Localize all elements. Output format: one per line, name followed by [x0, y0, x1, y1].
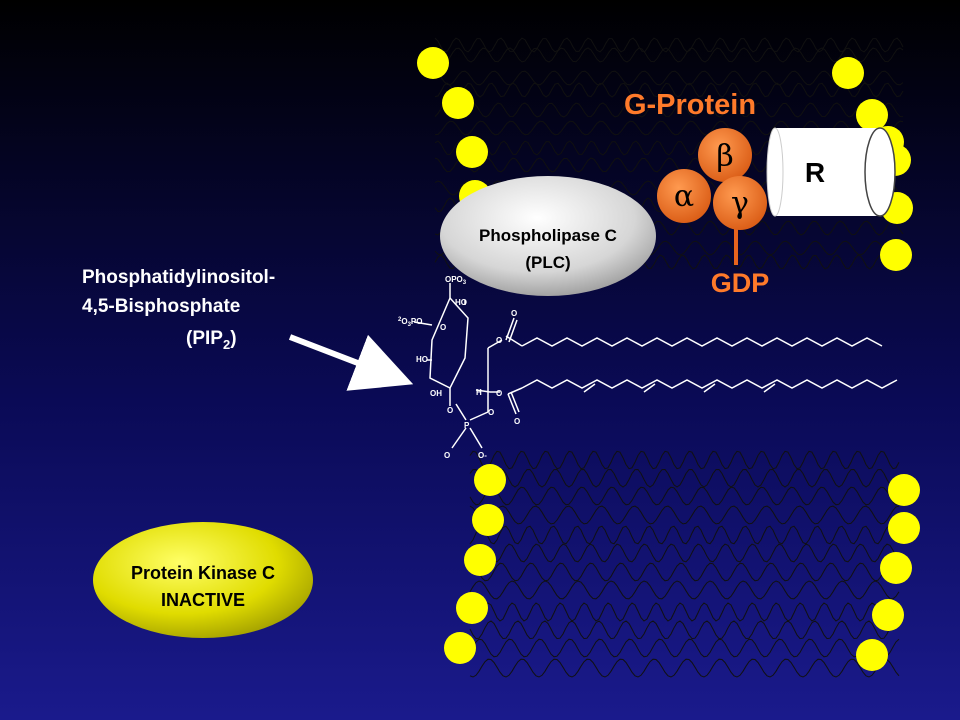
bond-acyl1-start	[505, 335, 523, 347]
gamma-subunit	[713, 176, 767, 230]
pip2-abbr-suffix: )	[230, 328, 236, 349]
atom-ho2: HO	[416, 355, 428, 364]
lower-tail-3	[469, 505, 900, 525]
pip2-line2: 4,5-Bisphosphate	[82, 296, 240, 317]
lipid-head-12	[472, 504, 504, 536]
atom-o-a: O	[444, 451, 450, 460]
lower-tail-1	[469, 468, 900, 488]
receptor-back	[766, 127, 784, 217]
arachidonoyl-chain	[521, 379, 898, 389]
plc-ellipse	[440, 176, 656, 296]
lipid-head-10	[880, 239, 912, 271]
lower-tail-7	[469, 580, 900, 600]
receptor-label: R	[805, 157, 825, 188]
atom-o-carbonyl2: O	[514, 417, 520, 426]
alpha-symbol: α	[674, 179, 694, 214]
lipid-head-11	[474, 464, 506, 496]
lipid-head-17	[888, 512, 920, 544]
alpha-subunit	[657, 169, 711, 223]
beta-symbol: β	[716, 139, 733, 174]
lower-tail-0	[469, 450, 900, 470]
upper-tail-1	[434, 47, 904, 63]
stearoyl-chain	[521, 337, 883, 347]
atom-p: P	[464, 421, 470, 430]
pip2-abbr-prefix: (PIP	[186, 328, 223, 349]
lipid-head-20	[856, 639, 888, 671]
atom-h: H	[476, 388, 482, 397]
pip2-molecule	[413, 283, 898, 449]
atom-phos2: 2O3PO	[398, 317, 422, 328]
lower-tail-2	[469, 486, 900, 506]
pip2-abbr: (PIP2)	[186, 328, 237, 352]
bond-h	[475, 389, 491, 393]
lipid-head-6	[856, 99, 888, 131]
lipid-head-19	[872, 599, 904, 631]
upper-tail-0	[434, 37, 904, 53]
g-protein-label: G-Protein	[624, 89, 756, 121]
double-bond-0	[583, 383, 596, 393]
double-bonds	[583, 383, 776, 393]
bond-ester1	[487, 339, 503, 349]
atom-oh: OH	[430, 389, 442, 398]
bond-phos2	[413, 321, 433, 326]
lower-tail-4	[469, 525, 900, 545]
pkc-state: INACTIVE	[161, 590, 245, 610]
double-bond-3	[763, 383, 776, 393]
lower-tail-8	[469, 602, 900, 622]
double-bond-2	[703, 383, 716, 393]
pip2-label: Phosphatidylinositol- 4,5-Bisphosphate (…	[82, 267, 275, 352]
upper-tail-3	[434, 82, 904, 98]
pkc-name: Protein Kinase C	[131, 563, 275, 583]
atom-o-carbonyl1: O	[511, 309, 517, 318]
atom-opo3: OPO3	[445, 275, 467, 286]
atom-o-ring: O	[440, 323, 446, 332]
atom-o-ester1: O	[496, 336, 502, 345]
receptor-end	[864, 127, 896, 217]
lipid-head-14	[456, 592, 488, 624]
lipid-head-1	[442, 87, 474, 119]
bond-p-oa	[451, 427, 467, 449]
pip2-atom-labels: OPO3 2O3PO HO HO OH H O P O O O- O O O O…	[398, 275, 520, 460]
bond-link-p	[455, 403, 467, 421]
lipid-head-18	[880, 552, 912, 584]
double-bond-1	[643, 383, 656, 393]
pkc: Protein Kinase C INACTIVE	[93, 522, 313, 638]
pip2-line1: Phosphatidylinositol-	[82, 267, 275, 288]
atom-o-b: O	[488, 408, 494, 417]
lower-tail-9	[469, 620, 900, 640]
pkc-ellipse	[93, 522, 313, 638]
lipid-head-0	[417, 47, 449, 79]
pip2-arrow	[288, 334, 414, 391]
gamma-symbol: γ	[731, 186, 749, 221]
beta-subunit	[698, 128, 752, 182]
receptor: R	[766, 127, 896, 217]
lower-tail-10	[469, 638, 900, 658]
lower-tail-11	[469, 658, 900, 678]
bond-p-ominus	[469, 427, 483, 449]
atom-ho1: HO	[455, 298, 467, 307]
plc: Phospholipase C (PLC)	[440, 176, 656, 296]
atom-o-ester2: O	[496, 389, 502, 398]
lipid-head-15	[444, 632, 476, 664]
upper-tail-4	[434, 102, 904, 118]
bond-acyl2-start	[507, 387, 523, 395]
atom-o-link: O	[447, 406, 453, 415]
lipid-head-16	[888, 474, 920, 506]
g-protein-subunits: β α γ	[657, 128, 767, 230]
lower-tail-5	[469, 543, 900, 563]
receptor-body	[775, 128, 880, 216]
lipid-head-13	[464, 544, 496, 576]
plc-abbr: (PLC)	[525, 253, 570, 272]
carbonyl2-bond	[507, 393, 517, 415]
pip2-abbr-subscript: 2	[223, 337, 230, 352]
lipid-head-2	[456, 136, 488, 168]
gdp-label: GDP	[711, 268, 770, 298]
atom-o-minus: O-	[478, 451, 487, 460]
plc-name: Phospholipase C	[479, 226, 617, 245]
bond-p-ob	[469, 411, 489, 421]
lipid-head-5	[832, 57, 864, 89]
carbonyl2-bond2	[510, 391, 520, 413]
lower-tail-6	[469, 562, 900, 582]
